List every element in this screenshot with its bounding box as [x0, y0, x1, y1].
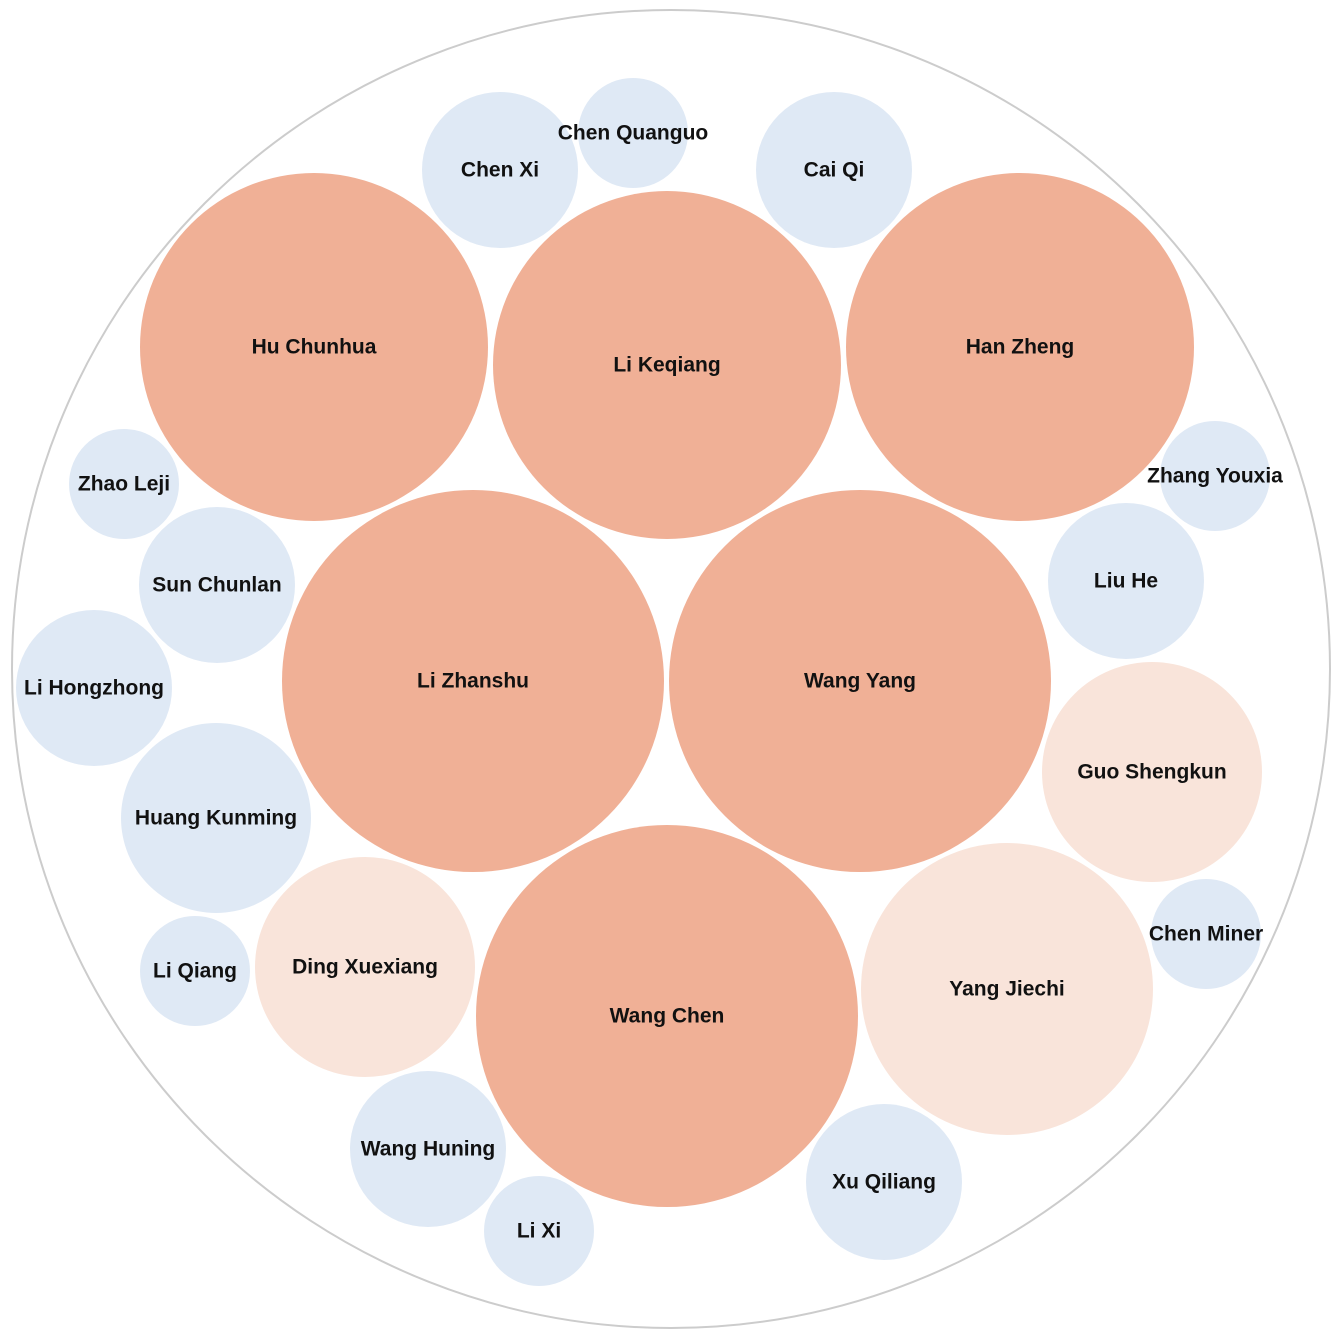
bubble-label: Wang Huning: [361, 1138, 496, 1161]
bubble-li-zhanshu: Li Zhanshu: [282, 490, 664, 872]
bubble-label: Li Zhanshu: [417, 670, 529, 693]
bubble-circle: [476, 825, 858, 1207]
bubble-li-qiang: Li Qiang: [140, 916, 250, 1026]
bubble-huang-kunming: Huang Kunming: [121, 723, 311, 913]
bubble-cai-qi: Cai Qi: [756, 92, 912, 248]
bubble-label: Li Keqiang: [613, 354, 720, 377]
bubble-circle: [282, 490, 664, 872]
bubble-circle: [350, 1071, 506, 1227]
bubble-label: Hu Chunhua: [252, 336, 377, 359]
bubble-circle: [669, 490, 1051, 872]
bubble-circle: [16, 610, 172, 766]
bubble-circle: [422, 92, 578, 248]
bubble-circle: [1048, 503, 1204, 659]
bubble-ding-xuexiang: Ding Xuexiang: [255, 857, 475, 1077]
bubble-circle: [846, 173, 1194, 521]
bubble-label: Xu Qiliang: [832, 1171, 936, 1194]
bubble-label: Ding Xuexiang: [292, 956, 438, 979]
bubble-circle: [255, 857, 475, 1077]
bubble-label: Zhao Leji: [78, 473, 170, 496]
bubble-label: Li Hongzhong: [24, 677, 164, 700]
bubble-wang-chen: Wang Chen: [476, 825, 858, 1207]
bubble-label: Cai Qi: [804, 159, 865, 182]
bubble-liu-he: Liu He: [1048, 503, 1204, 659]
bubble-label: Han Zheng: [966, 336, 1075, 359]
bubble-label: Li Qiang: [153, 960, 237, 983]
bubble-li-hongzhong: Li Hongzhong: [16, 610, 172, 766]
outer-ring: [11, 9, 1331, 1329]
bubble-label: Yang Jiechi: [949, 978, 1065, 1001]
bubble-circle: [139, 507, 295, 663]
bubble-circle: [1042, 662, 1262, 882]
bubble-label: Liu He: [1094, 570, 1158, 593]
bubble-circle: [140, 916, 250, 1026]
bubble-label: Zhang Youxia: [1147, 465, 1283, 488]
bubble-circle: [140, 173, 488, 521]
bubble-zhang-youxia: Zhang Youxia: [1147, 421, 1283, 531]
bubble-wang-huning: Wang Huning: [350, 1071, 506, 1227]
bubble-wang-yang: Wang Yang: [669, 490, 1051, 872]
bubble-label: Sun Chunlan: [152, 574, 282, 597]
bubble-hu-chunhua: Hu Chunhua: [140, 173, 488, 521]
bubble-sun-chunlan: Sun Chunlan: [139, 507, 295, 663]
bubble-label: Chen Xi: [461, 159, 539, 182]
bubble-chen-quanguo: Chen Quanguo: [558, 78, 709, 188]
bubble-label: Wang Chen: [610, 1005, 725, 1028]
bubble-circle: [1160, 421, 1270, 531]
bubble-label: Li Xi: [517, 1220, 561, 1243]
bubble-label: Guo Shengkun: [1077, 761, 1226, 784]
bubble-circle: [493, 191, 841, 539]
bubble-circle: [806, 1104, 962, 1260]
bubble-label: Huang Kunming: [135, 807, 297, 830]
bubble-li-xi: Li Xi: [484, 1176, 594, 1286]
bubble-zhao-leji: Zhao Leji: [69, 429, 179, 539]
bubble-label: Chen Quanguo: [558, 122, 709, 145]
bubble-chen-miner: Chen Miner: [1149, 879, 1263, 989]
bubble-guo-shengkun: Guo Shengkun: [1042, 662, 1262, 882]
bubble-circle: [1151, 879, 1261, 989]
bubble-circle: [484, 1176, 594, 1286]
bubble-xu-qiliang: Xu Qiliang: [806, 1104, 962, 1260]
bubble-yang-jiechi: Yang Jiechi: [861, 843, 1153, 1135]
bubble-han-zheng: Han Zheng: [846, 173, 1194, 521]
bubble-label: Chen Miner: [1149, 923, 1263, 946]
bubble-circle: [578, 78, 688, 188]
bubble-circle: [69, 429, 179, 539]
bubble-circle: [756, 92, 912, 248]
bubble-label: Wang Yang: [804, 670, 916, 693]
bubble-li-keqiang: Li Keqiang: [493, 191, 841, 539]
bubble-chen-xi: Chen Xi: [422, 92, 578, 248]
bubble-circle: [121, 723, 311, 913]
bubble-circle: [861, 843, 1153, 1135]
